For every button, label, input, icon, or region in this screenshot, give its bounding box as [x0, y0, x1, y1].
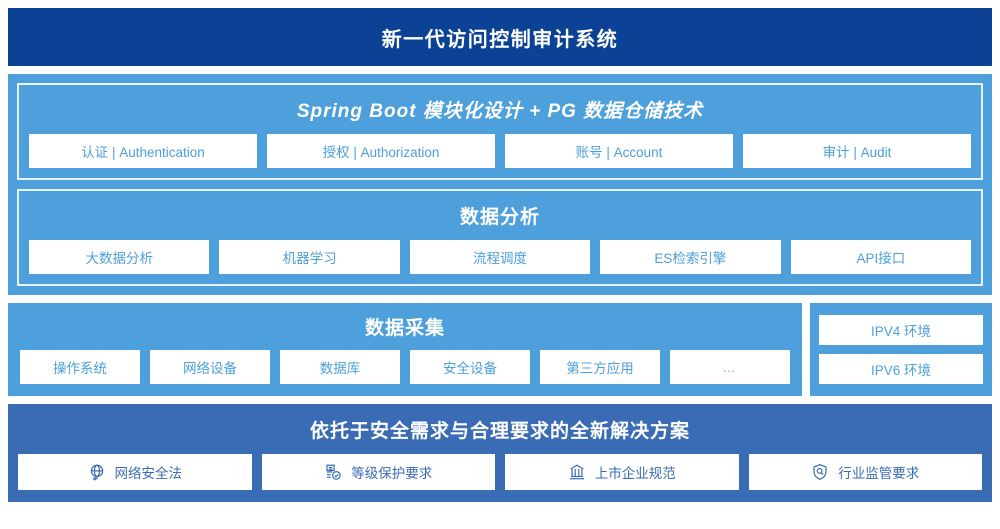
chip-industry-regulation[interactable]: 行业监管要求 [748, 454, 982, 490]
chip-cybersecurity-law[interactable]: 网络安全法 [18, 454, 252, 490]
page-title-bar: 新一代访问控制审计系统 [8, 8, 992, 66]
chip-more-ellipsis[interactable]: … [670, 350, 790, 384]
shield-search-icon [811, 463, 829, 481]
chip-database[interactable]: 数据库 [280, 350, 400, 384]
bank-icon [568, 463, 586, 481]
solution-panel: 依托于安全需求与合理要求的全新解决方案 网络安全法 [8, 404, 992, 502]
chip-label: 上市企业规范 [594, 466, 676, 481]
chip-third-party-application[interactable]: 第三方应用 [540, 350, 660, 384]
chip-listed-enterprise-standard[interactable]: 上市企业规范 [505, 454, 739, 490]
solution-title: 依托于安全需求与合理要求的全新解决方案 [309, 421, 690, 442]
chip-label: 行业监管要求 [838, 466, 920, 481]
group-box-data-analysis: 数据分析 大数据分析 机器学习 流程调度 ES检索引擎 API接口 [17, 189, 983, 286]
group-title-spring-boot: Spring Boot 模块化设计 + PG 数据仓储技术 [296, 101, 704, 122]
group-title-data-collection: 数据采集 [364, 318, 445, 339]
chip-machine-learning[interactable]: 机器学习 [219, 240, 400, 274]
platform-panel: Spring Boot 模块化设计 + PG 数据仓储技术 认证 | Authe… [8, 74, 992, 295]
chip-row-solution: 网络安全法 等级保护要求 [18, 454, 982, 490]
chip-api-interface[interactable]: API接口 [790, 240, 972, 274]
chip-authorization[interactable]: 授权 | Authorization [267, 134, 495, 168]
chip-account[interactable]: 账号 | Account [505, 134, 733, 168]
collection-panel: 数据采集 操作系统 网络设备 数据库 安全设备 第三方应用 … [8, 303, 802, 396]
chip-process-scheduling[interactable]: 流程调度 [409, 240, 591, 274]
chip-authentication[interactable]: 认证 | Authentication [29, 134, 257, 168]
environments-panel: IPV4 环境 IPV6 环境 [810, 303, 992, 396]
chip-label: 等级保护要求 [351, 466, 433, 481]
chip-big-data-analysis[interactable]: 大数据分析 [29, 240, 210, 274]
group-title-data-analysis: 数据分析 [459, 207, 540, 228]
chip-label: 网络安全法 [114, 466, 183, 481]
group-box-spring-boot: Spring Boot 模块化设计 + PG 数据仓储技术 认证 | Authe… [17, 83, 983, 180]
chip-network-device[interactable]: 网络设备 [150, 350, 270, 384]
chip-classified-protection[interactable]: 等级保护要求 [261, 454, 495, 490]
chip-operating-system[interactable]: 操作系统 [20, 350, 140, 384]
chip-row-data-analysis: 大数据分析 机器学习 流程调度 ES检索引擎 API接口 [29, 240, 972, 274]
chip-row-data-collection: 操作系统 网络设备 数据库 安全设备 第三方应用 … [20, 350, 790, 384]
chip-es-search-engine[interactable]: ES检索引擎 [600, 240, 781, 274]
chip-ipv6-environment[interactable]: IPV6 环境 [819, 354, 983, 384]
document-check-icon [324, 463, 342, 481]
page-title: 新一代访问控制审计系统 [381, 28, 619, 51]
globe-icon [88, 463, 106, 481]
collection-row: 数据采集 操作系统 网络设备 数据库 安全设备 第三方应用 … IPV4 环境 … [8, 303, 992, 396]
chip-row-spring-boot: 认证 | Authentication 授权 | Authorization 账… [29, 134, 971, 168]
chip-ipv4-environment[interactable]: IPV4 环境 [819, 315, 983, 345]
chip-security-device[interactable]: 安全设备 [410, 350, 530, 384]
chip-audit[interactable]: 审计 | Audit [743, 134, 971, 168]
